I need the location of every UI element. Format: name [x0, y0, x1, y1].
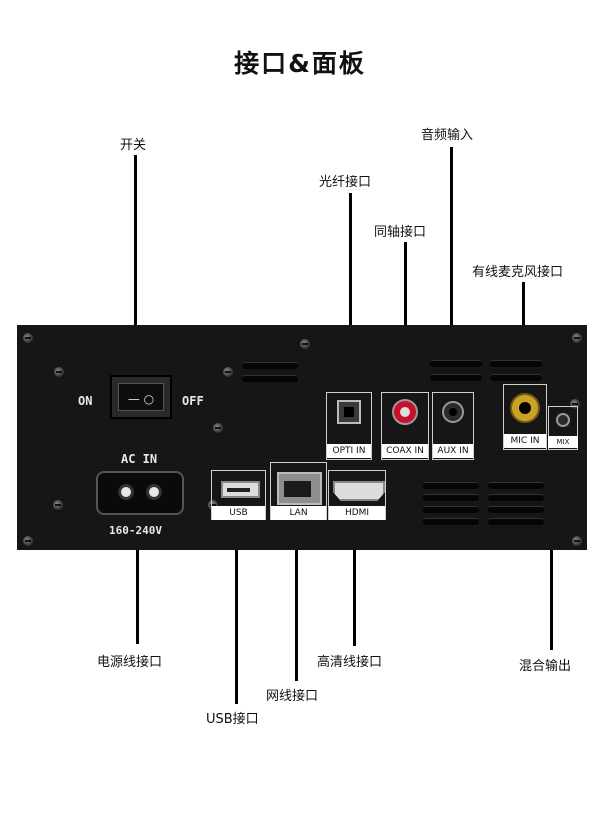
hdmi-label: HDMI	[329, 506, 385, 520]
optical-in-label: OPTI IN	[327, 444, 371, 458]
vent-slot	[423, 482, 479, 489]
leader-line-usb	[235, 518, 238, 704]
on-label: ON	[78, 394, 93, 408]
ac-in-label: AC IN	[121, 452, 158, 466]
callout-lan: 网线接口	[266, 689, 319, 704]
rj45-opening	[284, 481, 311, 497]
vent-slot	[488, 482, 544, 489]
screw	[208, 500, 218, 510]
coax-in-label: COAX IN	[382, 444, 428, 458]
vent-slot	[488, 518, 544, 525]
callout-usb: USB接口	[206, 712, 259, 727]
page-title: 接口&面板	[234, 49, 366, 78]
screw	[223, 367, 233, 377]
ac-inlet[interactable]	[96, 471, 184, 515]
hdmi-socket	[333, 481, 385, 501]
off-label: OFF	[182, 394, 204, 408]
rocker: — ○	[118, 383, 164, 411]
screw	[54, 367, 64, 377]
coax-pin	[400, 407, 410, 417]
mic-in-label: MIC IN	[504, 434, 546, 448]
leader-line-hdmi	[353, 518, 356, 646]
lan-port[interactable]	[270, 462, 327, 520]
mix-out-port[interactable]	[548, 406, 578, 450]
leader-line-aux	[450, 147, 453, 394]
ac-pin	[118, 484, 134, 500]
callout-mic-in: 有线麦克风接口	[472, 265, 564, 280]
aux-jack	[442, 401, 464, 423]
vent-slot	[490, 374, 542, 381]
screw	[300, 339, 310, 349]
screw	[213, 423, 223, 433]
optical-socket	[337, 400, 361, 424]
leader-line-lan	[295, 518, 298, 681]
leader-line-switch	[134, 155, 137, 380]
vent-slot	[423, 494, 479, 501]
ac-pin	[146, 484, 162, 500]
optical-in-port[interactable]	[326, 392, 372, 460]
lan-label: LAN	[271, 506, 326, 520]
screw	[53, 500, 63, 510]
callout-hdmi: 高清线接口	[317, 655, 383, 670]
leader-line-coax	[404, 242, 407, 387]
voltage-label: 160-240V	[109, 524, 162, 537]
mix-out-label: MIX OUT	[548, 436, 578, 458]
power-switch[interactable]: — ○	[110, 375, 172, 419]
vent-slot	[242, 375, 298, 382]
vent-slot	[423, 506, 479, 513]
vent-slot	[430, 374, 482, 381]
optical-opening	[344, 407, 354, 417]
screw	[570, 399, 580, 409]
vent-slot	[488, 494, 544, 501]
switch-glyph: — ○	[127, 392, 155, 406]
callout-mix-out: 混合输出	[519, 659, 572, 674]
vent-slot	[430, 360, 482, 367]
vent-slot	[490, 360, 542, 367]
vent-slot	[488, 506, 544, 513]
mic-in-port[interactable]	[503, 384, 547, 450]
mix-out-jack	[556, 413, 570, 427]
callout-coax-in: 同轴接口	[374, 225, 427, 240]
screw	[572, 333, 582, 343]
leader-line-optical	[349, 193, 352, 383]
callout-power-switch: 开关	[120, 138, 147, 153]
leader-line-power	[136, 518, 139, 644]
callout-power-cord: 电源线接口	[97, 655, 163, 670]
callout-audio-in: 音频输入	[421, 128, 474, 143]
aux-in-port[interactable]	[432, 392, 474, 460]
vent-slot	[423, 518, 479, 525]
screw	[572, 536, 582, 546]
aux-in-label: AUX IN	[433, 444, 473, 458]
screw	[23, 333, 33, 343]
vent-slot	[242, 362, 298, 369]
aux-hole	[449, 408, 457, 416]
callout-optical-in: 光纤接口	[319, 175, 372, 190]
mic-hole	[519, 402, 531, 414]
coax-in-port[interactable]	[381, 392, 429, 460]
mic-ring	[510, 393, 540, 423]
screw	[23, 536, 33, 546]
usb-label: USB	[212, 506, 265, 520]
coax-ring	[392, 399, 418, 425]
usb-tongue	[227, 488, 250, 492]
